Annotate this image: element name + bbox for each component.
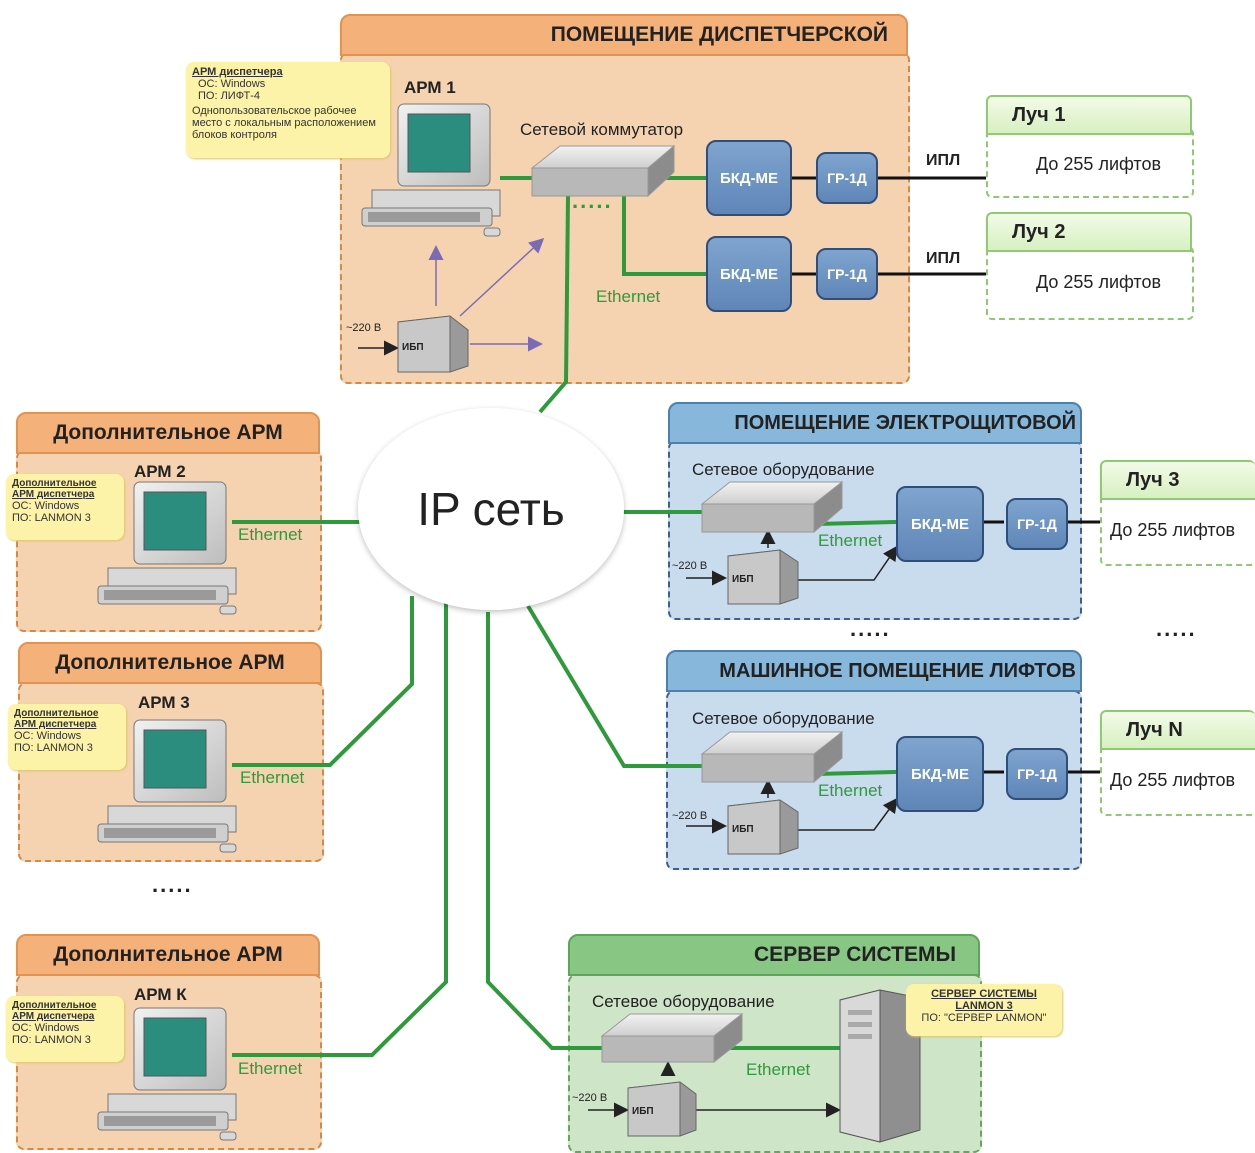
arm3-note-os: ОС: Windows bbox=[14, 730, 82, 742]
ipl-label-1: ИПЛ bbox=[926, 152, 961, 169]
pc-armk bbox=[97, 1007, 237, 1141]
extra-arm-title-2: Дополнительное АРМ bbox=[16, 412, 320, 454]
armk-note-os: ОС: Windows bbox=[12, 1022, 80, 1034]
server-room-title: СЕРВЕР СИСТЕМЫ bbox=[568, 934, 980, 976]
arm2-note-os: ОС: Windows bbox=[12, 500, 80, 512]
arm2-note-po: ПО: LANMON 3 bbox=[12, 512, 91, 524]
arm2-ethernet-label: Ethernet bbox=[238, 525, 303, 544]
server-note: СЕРВЕР СИСТЕМЫ LANMON 3 ПО: "СЕРВЕР LANM… bbox=[906, 984, 1062, 1036]
machine-gr-1d: ГР-1Д bbox=[1006, 748, 1068, 800]
dispatcher-ethernet-label: Ethernet bbox=[596, 287, 661, 306]
server-ethernet-label: Ethernet bbox=[746, 1060, 811, 1079]
ray-2-title: Луч 2 bbox=[986, 212, 1192, 252]
switch-electro bbox=[700, 480, 844, 534]
power-arrows bbox=[428, 237, 545, 352]
machine-bkd-me: БКД-МЕ bbox=[896, 736, 984, 812]
ups-electro bbox=[727, 549, 799, 605]
machine-room-title: МАШИННОЕ ПОМЕЩЕНИЕ ЛИФТОВ bbox=[666, 650, 1082, 692]
arm3-label: АРМ 3 bbox=[138, 693, 190, 712]
ups-dispatcher bbox=[397, 315, 469, 373]
switch-dispatcher bbox=[530, 144, 676, 198]
switch-ports-dots: ..... bbox=[572, 188, 613, 213]
black-arrows bbox=[358, 340, 898, 1118]
armk-note: Дополнительное АРМ диспетчера ОС: Window… bbox=[6, 996, 124, 1062]
arm1-label: АРМ 1 bbox=[404, 78, 456, 97]
switch-server bbox=[600, 1012, 744, 1064]
machine-voltage: ~220 В bbox=[672, 810, 708, 822]
arm3-note-title: Дополнительное АРМ диспетчера bbox=[14, 708, 99, 730]
ip-network-label: IP сеть bbox=[417, 483, 565, 535]
electro-gr-1d: ГР-1Д bbox=[1006, 498, 1068, 550]
dispatcher-ups-label: ИБП bbox=[402, 342, 424, 353]
arm1-note-desc: Однопользовательское рабочее место с лок… bbox=[192, 105, 376, 141]
gr-1d-1: ГР-1Д bbox=[816, 152, 878, 204]
pc-arm1 bbox=[361, 103, 501, 237]
ray-1-title: Луч 1 bbox=[986, 95, 1192, 135]
server-note-po: ПО: "СЕРВЕР LANMON" bbox=[921, 1012, 1047, 1024]
machine-net-label: Сетевое оборудование bbox=[692, 709, 875, 728]
ray-2-text: До 255 лифтов bbox=[1036, 272, 1162, 292]
armk-note-po: ПО: LANMON 3 bbox=[12, 1034, 91, 1046]
gr-1d-2: ГР-1Д bbox=[816, 248, 878, 300]
arm3-ethernet-label: Ethernet bbox=[240, 768, 305, 787]
armk-ethernet-label: Ethernet bbox=[238, 1059, 303, 1078]
extra-arm-title-k: Дополнительное АРМ bbox=[16, 934, 320, 976]
ray-3-text: До 255 лифтов bbox=[1110, 520, 1236, 540]
ip-network-cloud: IP сеть bbox=[358, 408, 624, 610]
pc-arm2 bbox=[97, 481, 237, 615]
arm2-label: АРМ 2 bbox=[134, 462, 186, 481]
ray-3 bbox=[1100, 494, 1255, 566]
server-net-label: Сетевое оборудование bbox=[592, 992, 775, 1011]
dispatcher-room-title: ПОМЕЩЕНИЕ ДИСПЕТЧЕРСКОЙ bbox=[340, 14, 908, 56]
ray-n-title: Луч N bbox=[1100, 710, 1255, 750]
extra-arm-dots: ..... bbox=[152, 872, 193, 897]
switch-label: Сетевой коммутатор bbox=[520, 120, 684, 139]
extra-arm-title-3: Дополнительное АРМ bbox=[18, 642, 322, 684]
ups-server bbox=[627, 1081, 697, 1137]
arm1-note-po: ПО: ЛИФТ-4 bbox=[198, 90, 260, 102]
arm2-note: Дополнительное АРМ диспетчера ОС: Window… bbox=[6, 474, 124, 540]
arm1-note-os: ОС: Windows bbox=[198, 78, 266, 90]
server-ups-label: ИБП bbox=[632, 1106, 654, 1117]
dispatcher-voltage: ~220 В bbox=[346, 322, 382, 334]
electro-ethernet-label: Ethernet bbox=[818, 531, 883, 550]
ups-machine bbox=[727, 799, 799, 855]
middle-dots-right: ..... bbox=[1156, 616, 1197, 641]
ray-n-text: До 255 лифтов bbox=[1110, 770, 1236, 790]
server-tower bbox=[839, 989, 921, 1143]
arm3-note: Дополнительное АРМ диспетчера ОС: Window… bbox=[8, 704, 126, 770]
ipl-label-2: ИПЛ bbox=[926, 250, 961, 267]
electro-room-title: ПОМЕЩЕНИЕ ЭЛЕКТРОЩИТОВОЙ bbox=[668, 402, 1082, 444]
electro-bkd-me: БКД-МЕ bbox=[896, 486, 984, 562]
arm2-note-title: Дополнительное АРМ диспетчера bbox=[12, 478, 97, 500]
bkd-me-1: БКД-МЕ bbox=[706, 140, 792, 216]
server-note-title1: СЕРВЕР СИСТЕМЫ bbox=[931, 988, 1037, 1000]
bkd-me-2: БКД-МЕ bbox=[706, 236, 792, 312]
server-voltage: ~220 В bbox=[572, 1092, 608, 1104]
switch-machine bbox=[700, 730, 844, 784]
ethernet-lines bbox=[232, 176, 897, 1057]
server-note-title2: LANMON 3 bbox=[955, 1000, 1013, 1012]
ray-1 bbox=[986, 128, 1194, 198]
ray-1-text: До 255 лифтов bbox=[1036, 154, 1162, 174]
electro-net-label: Сетевое оборудование bbox=[692, 460, 875, 479]
electro-ups-label: ИБП bbox=[732, 574, 754, 585]
machine-ups-label: ИБП bbox=[732, 824, 754, 835]
arm1-note-title: АРМ диспетчера bbox=[192, 66, 283, 78]
ray-3-title: Луч 3 bbox=[1100, 460, 1255, 500]
arm1-note: АРМ диспетчера ОС: Windows ПО: ЛИФТ-4 Од… bbox=[186, 62, 390, 158]
middle-dots-left: ..... bbox=[850, 616, 891, 641]
pc-arm3 bbox=[97, 719, 237, 853]
ipl-lines bbox=[790, 176, 1100, 774]
armk-label: АРМ К bbox=[134, 985, 187, 1004]
electro-voltage: ~220 В bbox=[672, 560, 708, 572]
machine-ethernet-label: Ethernet bbox=[818, 781, 883, 800]
armk-note-title: Дополнительное АРМ диспетчера bbox=[12, 1000, 97, 1022]
arm3-note-po: ПО: LANMON 3 bbox=[14, 742, 93, 754]
